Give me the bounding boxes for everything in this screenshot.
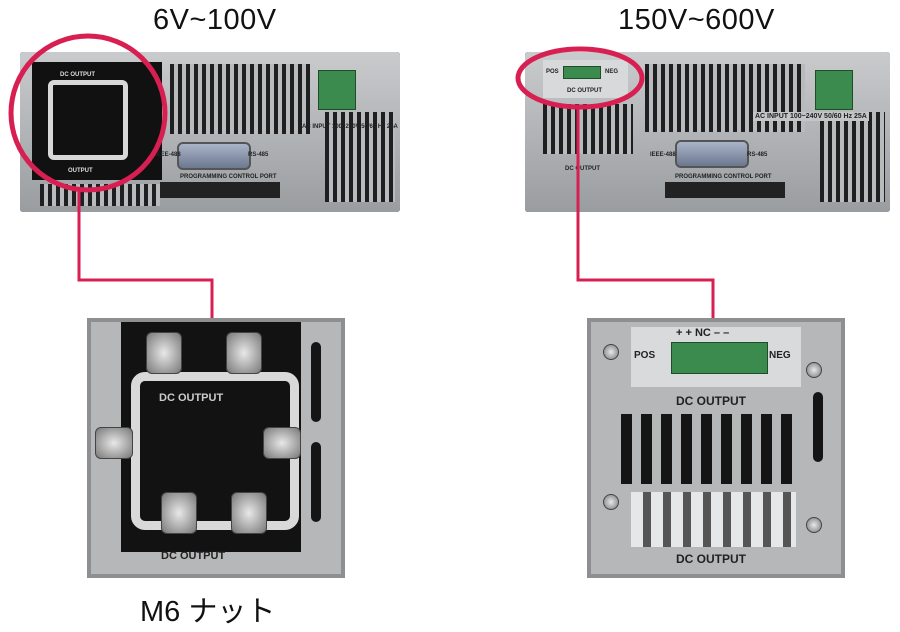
dc-output-connector	[671, 342, 768, 374]
screw	[603, 494, 619, 510]
m6-nut	[263, 427, 301, 459]
right-rear-panel: POS NEG DC OUTPUT DC OUTPUT IEEE-488 RS-…	[525, 52, 890, 212]
left-title: 6V~100V	[153, 4, 277, 36]
label: POS	[634, 350, 656, 361]
m6-nut	[226, 332, 262, 374]
label: RS-485	[747, 152, 768, 158]
label: DC OUTPUT	[60, 72, 95, 78]
left-zoom-detail: DC OUTPUT DC OUTPUT	[87, 318, 345, 578]
label: DC OUTPUT	[159, 392, 224, 404]
vent-grille	[325, 112, 395, 202]
label: DC OUTPUT	[161, 550, 226, 562]
vent-slot	[311, 442, 321, 522]
label: PROGRAMMING CONTROL PORT	[180, 174, 277, 180]
right-callout-line	[576, 107, 715, 318]
left-caption: M6 ナット	[140, 596, 276, 628]
pin-labels: + + NC – –	[676, 327, 730, 339]
vent-slot	[311, 342, 321, 422]
label: RS-485	[248, 152, 269, 158]
ac-input-label: AC INPUT 100~240V 50/60 Hz 25A	[753, 112, 869, 121]
gpib-connector	[675, 140, 749, 168]
label: DC OUTPUT	[676, 394, 746, 408]
m6-nut	[146, 332, 182, 374]
right-zoom-detail: + + NC – – POS NEG DC OUTPUT DC OUTPUT	[587, 318, 845, 578]
blank-cover-plate	[631, 492, 796, 547]
label: POS	[546, 69, 559, 75]
label: AC INPUT 100~240V 50/60 Hz 25A	[302, 124, 398, 130]
right-highlight-ellipse	[515, 46, 645, 110]
ac-input-terminal	[318, 70, 356, 110]
label: IEEE-488	[155, 152, 181, 158]
screw	[806, 517, 822, 533]
label: DC OUTPUT	[565, 166, 600, 172]
label: IEEE-488	[650, 152, 676, 158]
gpib-connector	[177, 142, 251, 170]
dc-output-connector	[563, 66, 601, 79]
left-highlight-circle	[8, 33, 168, 193]
screw	[603, 344, 619, 360]
programming-port	[160, 182, 280, 198]
vent-grille	[170, 64, 310, 134]
vent-grille	[621, 414, 801, 484]
m6-nut	[161, 492, 197, 534]
label: DC OUTPUT	[676, 552, 746, 566]
busbar	[48, 80, 128, 160]
screw	[806, 362, 822, 378]
vent-grille	[543, 104, 633, 154]
label: DC OUTPUT	[567, 88, 602, 94]
vent-grille	[820, 112, 885, 202]
label: NEG	[605, 69, 619, 75]
m6-nut	[95, 427, 133, 459]
m6-nut	[231, 492, 267, 534]
vent-slot	[813, 392, 823, 462]
label: NEG	[769, 350, 791, 361]
right-title: 150V~600V	[618, 4, 775, 36]
label: PROGRAMMING CONTROL PORT	[675, 174, 772, 180]
label: OUTPUT	[68, 168, 93, 174]
programming-port	[665, 182, 785, 198]
ac-input-terminal	[815, 70, 853, 110]
left-callout-line	[77, 190, 214, 318]
